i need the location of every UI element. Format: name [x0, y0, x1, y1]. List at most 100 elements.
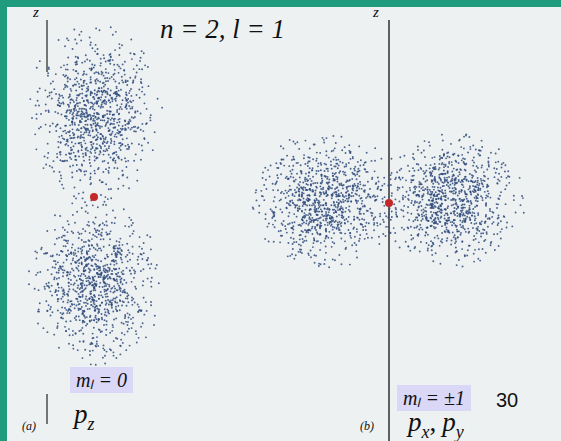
cloud-dot — [69, 300, 71, 302]
cloud-dot — [101, 94, 103, 96]
cloud-dot — [59, 267, 61, 269]
cloud-dot — [71, 141, 73, 143]
cloud-dot — [98, 97, 100, 99]
cloud-dot — [121, 305, 123, 307]
cloud-dot — [85, 269, 87, 271]
cloud-dot — [95, 346, 97, 348]
cloud-dot — [146, 108, 148, 110]
cloud-dot — [51, 98, 53, 100]
cloud-dot — [89, 315, 91, 317]
cloud-dot — [95, 280, 97, 282]
cloud-dot — [95, 27, 97, 29]
cloud-dot — [88, 132, 90, 134]
cloud-dot — [106, 302, 108, 304]
cloud-dot — [108, 286, 110, 288]
cloud-dot — [68, 328, 70, 330]
cloud-dot — [121, 103, 123, 105]
cloud-dot — [64, 115, 66, 117]
cloud-dot — [118, 72, 120, 74]
cloud-dot — [108, 110, 110, 112]
cloud-dot — [140, 112, 142, 114]
cloud-dot — [105, 290, 107, 292]
cloud-dot — [87, 118, 89, 120]
cloud-dot — [78, 259, 80, 261]
cloud-dot — [122, 128, 124, 130]
cloud-dot — [85, 241, 87, 243]
cloud-dot — [101, 313, 103, 315]
cloud-dot — [91, 68, 93, 70]
cloud-dot — [78, 142, 80, 144]
cloud-dot — [47, 110, 49, 112]
cloud-dot — [56, 272, 58, 274]
cloud-dot — [67, 76, 69, 78]
cloud-dot — [94, 122, 96, 124]
cloud-dot — [77, 231, 79, 233]
cloud-dot — [123, 70, 125, 72]
cloud-dot — [106, 293, 108, 295]
cloud-dot — [109, 348, 111, 350]
cloud-dot — [105, 61, 107, 63]
cloud-dot — [71, 304, 73, 306]
cloud-dot — [114, 152, 116, 154]
cloud-dot — [119, 300, 121, 302]
cloud-dot — [119, 287, 121, 289]
cloud-dot — [301, 223, 303, 225]
cloud-dot — [98, 73, 100, 75]
cloud-dot — [65, 74, 67, 76]
cloud-dot — [93, 337, 95, 339]
cloud-dot — [90, 363, 92, 365]
cloud-dot — [144, 102, 146, 104]
cloud-dot — [142, 322, 144, 324]
cloud-dot — [86, 73, 88, 75]
cloud-dot — [87, 280, 89, 282]
cloud-dot — [327, 170, 329, 172]
cloud-dot — [89, 350, 91, 352]
cloud-dot — [97, 132, 99, 134]
cloud-dot — [126, 295, 128, 297]
cloud-dot — [131, 299, 133, 301]
cloud-dot — [121, 170, 123, 172]
cloud-dot — [101, 228, 103, 230]
cloud-dot — [349, 185, 351, 187]
cloud-dot — [99, 282, 101, 284]
cloud-dot — [66, 37, 68, 39]
cloud-dot — [84, 80, 86, 82]
cloud-dot — [87, 115, 89, 117]
cloud-dot — [78, 156, 80, 158]
cloud-dot — [255, 189, 257, 191]
cloud-dot — [89, 283, 91, 285]
cloud-dot — [29, 98, 31, 100]
cloud-dot — [74, 317, 76, 319]
cloud-dot — [113, 123, 115, 125]
cloud-dot — [87, 124, 89, 126]
cloud-dot — [95, 231, 97, 233]
cloud-dot — [95, 305, 97, 307]
cloud-dot — [69, 135, 71, 137]
cloud-dot — [75, 159, 77, 161]
cloud-dot — [361, 203, 363, 205]
cloud-dot — [94, 275, 96, 277]
cloud-dot — [96, 53, 98, 55]
cloud-dot — [47, 269, 49, 271]
cloud-dot — [114, 291, 116, 293]
cloud-dot — [62, 265, 64, 267]
cloud-dot — [100, 90, 102, 92]
cloud-dot — [58, 269, 60, 271]
cloud-dot — [61, 95, 63, 97]
cloud-dot — [116, 154, 118, 156]
cloud-dot — [81, 165, 83, 167]
cloud-dot — [97, 117, 99, 119]
cloud-dot — [85, 295, 87, 297]
cloud-dot — [126, 103, 128, 105]
cloud-dot — [109, 238, 111, 240]
cloud-dot — [90, 148, 92, 150]
cloud-dot — [37, 311, 39, 313]
cloud-dot — [54, 267, 56, 269]
cloud-dot — [80, 329, 82, 331]
cloud-dot — [134, 112, 136, 114]
cloud-dot — [355, 250, 357, 252]
cloud-dot — [86, 323, 88, 325]
cloud-dot — [104, 276, 106, 278]
cloud-dot — [67, 249, 69, 251]
cloud-dot — [77, 137, 79, 139]
